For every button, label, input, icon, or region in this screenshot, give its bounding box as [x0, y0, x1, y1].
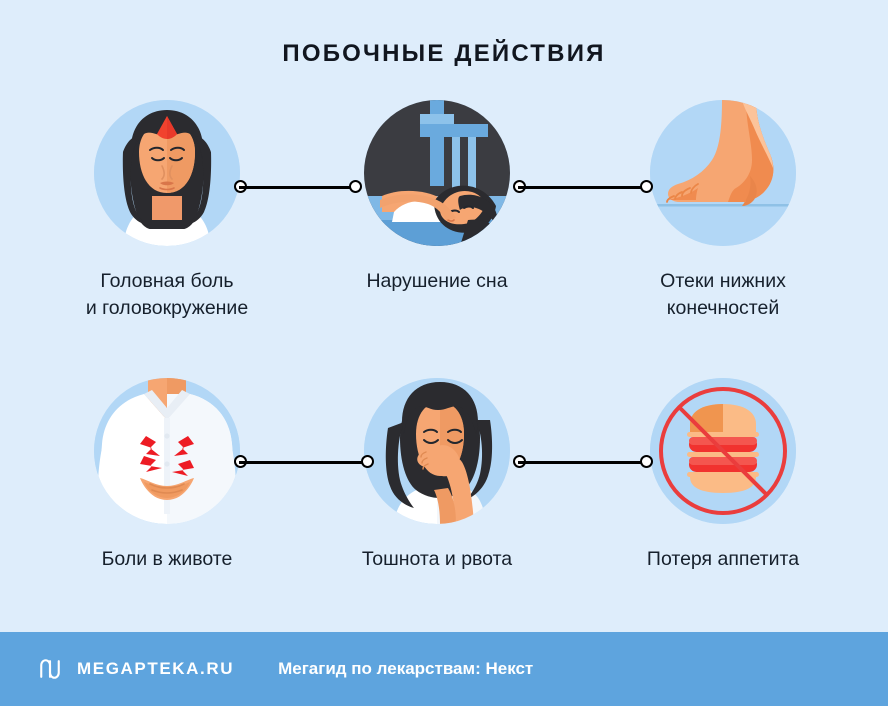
- symptom-caption: Головная боль и головокружение: [85, 270, 249, 319]
- connector-line: [234, 180, 362, 194]
- symptom-caption: Боли в животе: [101, 548, 233, 570]
- megapteka-m-monogram-logo: [40, 659, 60, 679]
- brand-name: MEGAPTEKA.RU: [77, 659, 235, 678]
- symptom-caption: Потеря аппетита: [646, 548, 800, 570]
- symptom-item-appetite-loss: Потеря аппетита: [603, 378, 843, 573]
- connector-dot-right: [361, 455, 374, 468]
- connector-line: [513, 455, 653, 469]
- footer-tagline: Мегагид по лекарствам: Некст: [278, 659, 534, 678]
- symptom-row-1: Головная боль и головокружение: [0, 100, 888, 340]
- symptom-caption: Нарушение сна: [366, 270, 508, 292]
- headache-dizziness-icon: [94, 100, 240, 246]
- connector-segment: [239, 461, 369, 464]
- connector-segment: [239, 186, 357, 189]
- symptom-item-nausea: Тошнота и рвота: [317, 378, 557, 573]
- leg-swelling-icon: [650, 100, 796, 246]
- sleep-disorder-icon: [364, 100, 510, 246]
- connector-segment: [518, 461, 648, 464]
- page-title: ПОБОЧНЫЕ ДЕЙСТВИЯ: [282, 40, 606, 67]
- nausea-vomiting-icon: [364, 378, 510, 524]
- symptom-item-sleep: Нарушение сна: [317, 100, 557, 295]
- abdominal-pain-icon: [94, 378, 240, 524]
- symptom-item-abdominal-pain: Боли в животе: [47, 378, 287, 573]
- symptom-caption: Отеки нижних конечностей: [660, 270, 786, 319]
- connector-line: [513, 180, 653, 194]
- symptom-row-2: Боли в животе: [0, 378, 888, 618]
- symptom-item-headache: Головная боль и головокружение: [47, 100, 287, 322]
- connector-dot-right: [349, 180, 362, 193]
- symptom-caption: Тошнота и рвота: [361, 548, 513, 570]
- connector-dot-right: [640, 180, 653, 193]
- connector-segment: [518, 186, 648, 189]
- brand-block[interactable]: MEGAPTEKA.RU: [36, 655, 234, 683]
- footer-bar: MEGAPTEKA.RU Мегагид по лекарствам: Некс…: [0, 632, 888, 706]
- appetite-loss-icon: [650, 378, 796, 524]
- symptom-item-swelling: Отеки нижних конечностей: [603, 100, 843, 322]
- connector-line: [234, 455, 374, 469]
- connector-dot-right: [640, 455, 653, 468]
